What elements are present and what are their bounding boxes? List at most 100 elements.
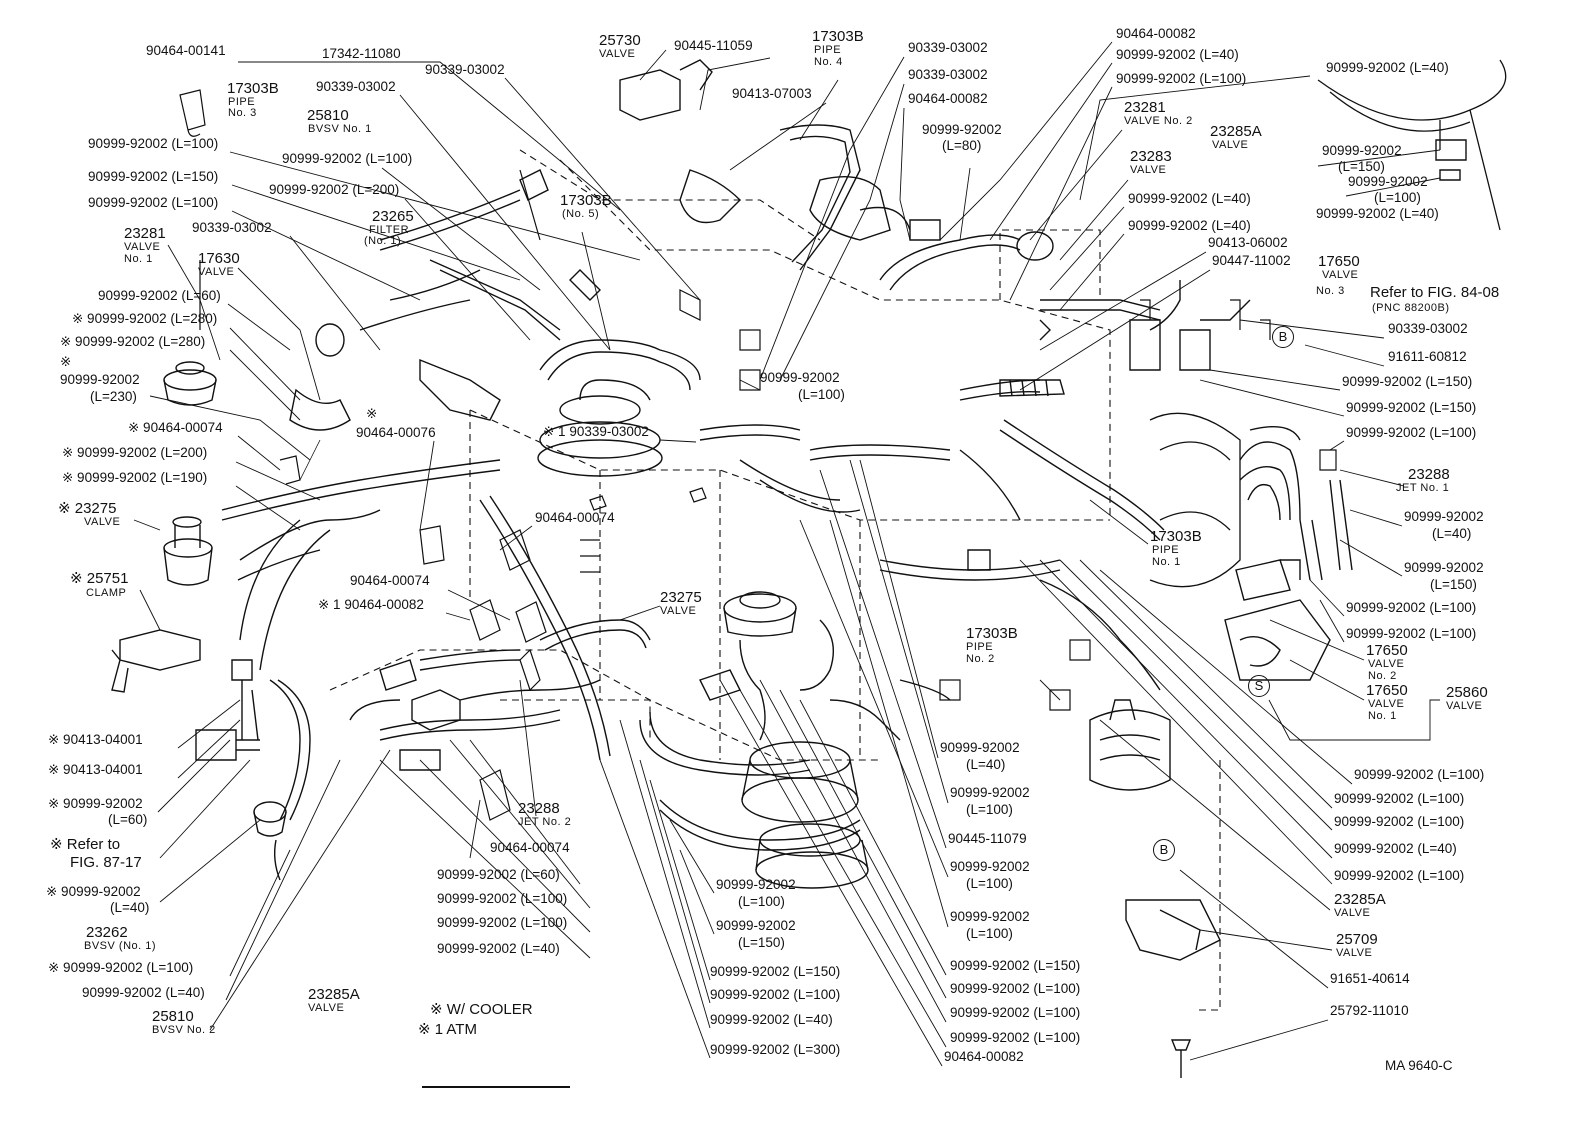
- part-label: ※ 1 90339-03002: [543, 424, 649, 439]
- part-label: 17650: [1366, 642, 1408, 659]
- part-label: 17342-11080: [322, 46, 401, 61]
- part-label: (L=60): [108, 812, 148, 827]
- part-label: ※ 90999-92002: [46, 884, 141, 899]
- part-label: (L=100): [966, 802, 1013, 817]
- part-label: (No. 5): [562, 208, 600, 220]
- part-label: 17630: [198, 250, 240, 267]
- part-label: No. 1: [124, 253, 153, 265]
- part-label: 90999-92002 (L=100): [1334, 814, 1465, 829]
- part-label: 90999-92002 (L=300): [710, 1042, 841, 1057]
- part-label: ※ 90999-92002 (L=280): [60, 334, 206, 349]
- part-label: ※ W/ COOLER: [430, 1001, 533, 1018]
- part-label: (L=150): [1430, 577, 1477, 592]
- reference-marker: S: [1248, 675, 1270, 697]
- part-label: 90464-00074: [350, 573, 430, 588]
- part-label: 25792-11010: [1330, 1003, 1409, 1018]
- part-label: 90999-92002 (L=40): [1128, 218, 1251, 233]
- part-label: ※ Refer to: [50, 836, 121, 853]
- part-label: FILTER: [369, 224, 410, 236]
- part-label: 90339-03002: [316, 79, 396, 94]
- part-label: VALVE: [1212, 139, 1249, 151]
- part-label: 90999-92002 (L=100): [437, 891, 568, 906]
- part-label: VALVE: [1368, 698, 1405, 710]
- part-label: 23281: [1124, 99, 1166, 116]
- part-label: 90999-92002 (L=40): [1334, 841, 1457, 856]
- part-label: 90999-92002 (L=100): [1346, 600, 1477, 615]
- part-label: 17303B: [966, 625, 1018, 642]
- part-label: 23283: [1130, 148, 1172, 165]
- part-label: 90999-92002 (L=40): [1116, 47, 1239, 62]
- valve-bodies: [111, 59, 1467, 1078]
- part-label: (L=100): [1374, 190, 1421, 205]
- air-cleaner-housing: [1149, 59, 1507, 588]
- part-label: 90999-92002 (L=150): [88, 169, 219, 184]
- part-label: VALVE: [124, 241, 161, 253]
- part-label: 17303B: [1150, 528, 1202, 545]
- part-label: BVSV No. 1: [308, 123, 372, 135]
- part-label: 90999-92002: [940, 740, 1020, 755]
- part-label: 90999-92002 (L=60): [437, 867, 560, 882]
- part-label: 90339-03002: [1388, 321, 1468, 336]
- part-label: VALVE No. 2: [1124, 115, 1193, 127]
- part-label: VALVE: [1322, 269, 1359, 281]
- part-label: 90413-07003: [732, 86, 812, 101]
- part-label: ※ 1 ATM: [418, 1021, 477, 1038]
- part-label: No. 1: [1152, 556, 1181, 568]
- part-label: VALVE: [599, 48, 636, 60]
- part-label: VALVE: [1334, 907, 1371, 919]
- part-label: VALVE: [308, 1002, 345, 1014]
- part-label: ※ 90413-04001: [48, 762, 143, 777]
- part-label: (PNC 88200B): [1372, 302, 1450, 314]
- part-label: 90999-92002: [716, 877, 796, 892]
- part-label: 90464-00141: [146, 43, 226, 58]
- part-label: 17650: [1318, 253, 1360, 270]
- part-label: PIPE: [228, 96, 256, 108]
- part-label: No. 3: [228, 107, 257, 119]
- part-label: 90999-92002 (L=40): [1326, 60, 1449, 75]
- part-label: 90999-92002 (L=100): [950, 1030, 1081, 1045]
- part-label: 90999-92002: [950, 785, 1030, 800]
- part-label: 90999-92002 (L=100): [88, 136, 219, 151]
- part-label: 25810: [152, 1008, 194, 1025]
- part-label: VALVE: [1368, 658, 1405, 670]
- part-label: BVSV (No. 1): [84, 940, 157, 952]
- part-label: ※: [60, 354, 72, 369]
- part-label: ※ 90999-92002 (L=100): [48, 960, 194, 975]
- part-label: 90999-92002 (L=100): [1354, 767, 1485, 782]
- reference-marker: B: [1153, 839, 1175, 861]
- part-label: (L=40): [966, 757, 1006, 772]
- part-label: 91611-60812: [1388, 349, 1467, 364]
- part-label: 90999-92002: [950, 859, 1030, 874]
- part-label: No. 3: [1316, 285, 1345, 297]
- part-label: ※ 90999-92002 (L=280): [72, 311, 218, 326]
- part-label: 90999-92002: [950, 909, 1030, 924]
- part-label: 90999-92002 (L=100): [88, 195, 219, 210]
- part-label: ※ 90999-92002 (L=200): [62, 445, 208, 460]
- part-label: 90999-92002 (L=60): [98, 288, 221, 303]
- part-label: 23285A: [308, 986, 360, 1003]
- part-label: VALVE: [198, 266, 235, 278]
- part-label: VALVE: [1130, 164, 1167, 176]
- part-label: ※ 23275: [58, 500, 117, 517]
- part-label: 90999-92002 (L=100): [1116, 71, 1247, 86]
- part-label: 90464-00082: [908, 91, 988, 106]
- part-label: 90999-92002 (L=200): [269, 182, 400, 197]
- part-label: PIPE: [1152, 544, 1180, 556]
- legend-underline: [422, 1086, 570, 1088]
- part-label: 90339-03002: [908, 40, 988, 55]
- part-label: MA 9640-C: [1385, 1058, 1453, 1073]
- part-label: 90999-92002 (L=150): [1346, 400, 1477, 415]
- part-label: PIPE: [966, 641, 994, 653]
- part-label: 90445-11059: [674, 38, 753, 53]
- part-label: BVSV No. 2: [152, 1024, 216, 1036]
- part-label: 90999-92002 (L=150): [710, 964, 841, 979]
- part-label: PIPE: [814, 44, 842, 56]
- part-label: ※ 90413-04001: [48, 732, 143, 747]
- part-label: ※ 25751: [70, 570, 129, 587]
- part-label: VALVE: [1336, 947, 1373, 959]
- part-label: 90999-92002: [1404, 509, 1484, 524]
- part-label: 90464-00074: [535, 510, 615, 525]
- part-label: 90999-92002 (L=100): [282, 151, 413, 166]
